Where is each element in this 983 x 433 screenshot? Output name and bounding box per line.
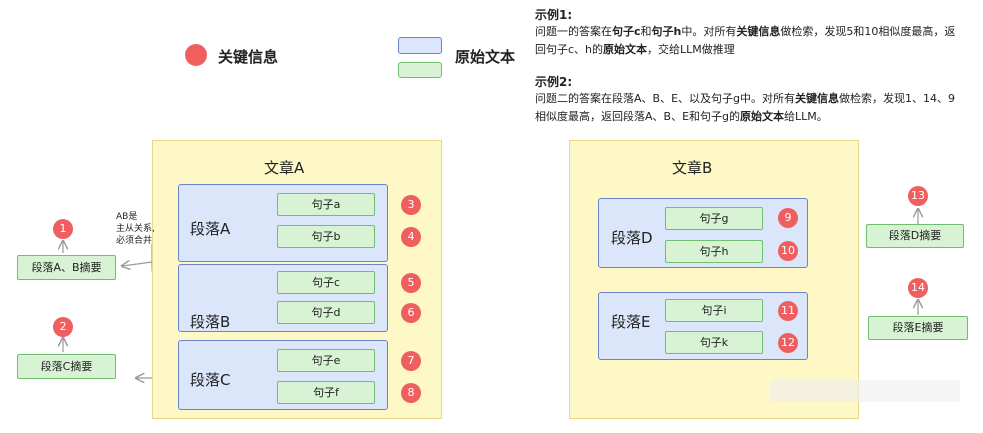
key-info-marker-2: 2 (53, 317, 73, 337)
merge-note-line-1: AB是 (116, 212, 138, 222)
paragraph-b-label: 段落B (190, 313, 231, 331)
key-info-marker-14: 14 (908, 278, 928, 298)
example-2-segment-3: 原始文本 (740, 110, 785, 123)
sentence-i: 句子i (665, 299, 763, 322)
example-1-segment-3: 句子h (651, 25, 682, 38)
example-1-segment-7: 原始文本 (603, 43, 648, 56)
article-b (569, 140, 859, 419)
key-info-marker-10: 10 (778, 241, 798, 261)
example-1-segment-6: 做检索，发现5和10相似度最高，返回句子c、h的 (535, 25, 956, 56)
key-info-marker-11: 11 (778, 301, 798, 321)
sentence-h: 句子h (665, 240, 763, 263)
key-info-marker-7: 7 (401, 351, 421, 371)
summary-ab: 段落A、B摘要 (17, 255, 116, 280)
example-1-title: 示例1: (535, 8, 573, 22)
example-2-segment-4: 给LLM。 (784, 110, 828, 123)
example-2-title: 示例2: (535, 75, 573, 89)
example-1-segment-4: 中。对所有 (681, 25, 737, 38)
summary-e: 段落E摘要 (868, 316, 968, 340)
example-2-text: 问题二的答案在段落A、B、E、以及句子g中。对所有关键信息做检索，发现1、14、… (535, 90, 965, 126)
sentence-a: 句子a (277, 193, 375, 216)
article-b-title: 文章B (672, 159, 713, 177)
examples-block: 示例1: 问题一的答案在句子c和句子h中。对所有关键信息做检索，发现5和10相似… (535, 6, 975, 126)
merge-note-line-3: 必须合并 (116, 236, 153, 246)
merge-note-line-2: 主从关系, (116, 224, 155, 234)
sentence-b: 句子b (277, 225, 375, 248)
sentence-g: 句子g (665, 207, 763, 230)
watermark-blur (770, 380, 960, 402)
example-1-segment-5: 关键信息 (736, 25, 781, 38)
merge-note: AB是 主从关系, 必须合并 (116, 211, 155, 247)
legend-paragraph-marker (398, 37, 442, 54)
summary-c: 段落C摘要 (17, 354, 116, 379)
key-info-marker-12: 12 (778, 333, 798, 353)
paragraph-d-label: 段落D (611, 229, 653, 247)
example-2-segment-2: 做检索，发现1、14、9相似度最高，返回段落A、B、E和句子g的 (535, 92, 956, 123)
key-info-marker-5: 5 (401, 273, 421, 293)
example-1-text: 问题一的答案在句子c和句子h中。对所有关键信息做检索，发现5和10相似度最高，返… (535, 23, 965, 59)
article-a-title: 文章A (264, 159, 305, 177)
sentence-f: 句子f (277, 381, 375, 404)
sentence-c: 句子c (277, 271, 375, 294)
example-1-segment-2: 和 (640, 25, 652, 38)
legend-key-info-label: 关键信息 (218, 48, 279, 66)
example-2-segment-0: 问题二的答案在段落A、B、E、以及句子g中。对所有 (535, 92, 796, 105)
key-info-marker-9: 9 (778, 208, 798, 228)
key-info-marker-6: 6 (401, 303, 421, 323)
key-info-marker-8: 8 (401, 383, 421, 403)
sentence-k: 句子k (665, 331, 763, 354)
paragraph-a-label: 段落A (190, 220, 231, 238)
example-1-segment-1: 句子c (612, 25, 641, 38)
paragraph-c-label: 段落C (190, 371, 231, 389)
legend-original-text-label: 原始文本 (455, 48, 516, 66)
sentence-d: 句子d (277, 301, 375, 324)
key-info-marker-3: 3 (401, 195, 421, 215)
summary-d: 段落D摘要 (866, 224, 964, 248)
paragraph-e-label: 段落E (611, 313, 651, 331)
example-2-segment-1: 关键信息 (795, 92, 840, 105)
key-info-marker-4: 4 (401, 227, 421, 247)
key-info-marker-1: 1 (53, 219, 73, 239)
legend-key-info-marker (185, 44, 207, 66)
key-info-marker-13: 13 (908, 186, 928, 206)
sentence-e: 句子e (277, 349, 375, 372)
legend-sentence-marker (398, 62, 442, 78)
example-1-segment-0: 问题一的答案在 (535, 25, 612, 38)
arrow-ab-summary (122, 262, 153, 266)
example-1-segment-8: ，交给LLM做推理 (647, 43, 735, 56)
